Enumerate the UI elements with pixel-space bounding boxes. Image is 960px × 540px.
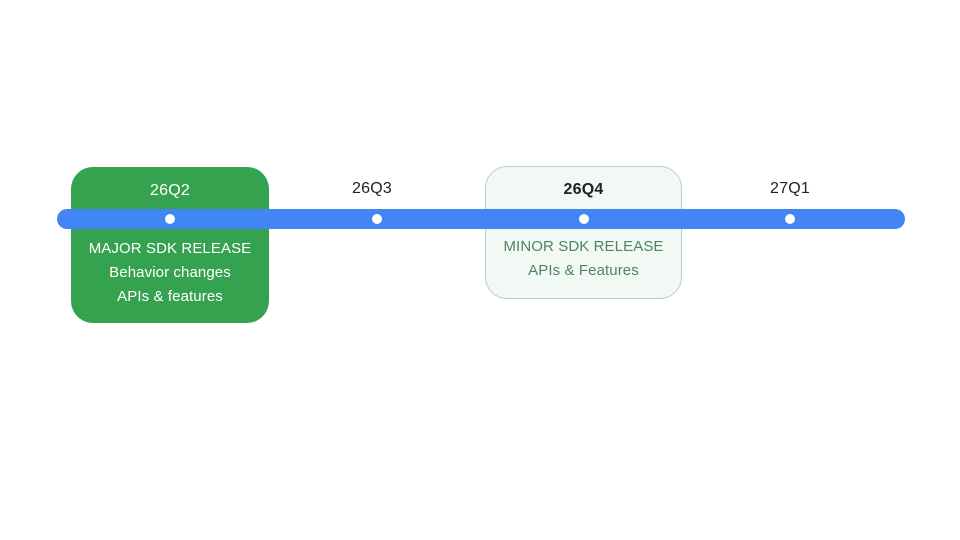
milestone-line: APIs & Features <box>528 262 639 279</box>
milestone-card-26q2[interactable]: 26Q2 MAJOR SDK RELEASE Behavior changes … <box>71 167 269 323</box>
milestone-description-26q2: MAJOR SDK RELEASE Behavior changes APIs … <box>71 237 269 309</box>
milestone-line: MINOR SDK RELEASE <box>503 238 664 255</box>
milestone-quarter-label-26q2: 26Q2 <box>150 182 190 199</box>
milestone-dot-26q4[interactable] <box>579 214 589 224</box>
milestone-card-26q4[interactable]: 26Q4 MINOR SDK RELEASE APIs & Features <box>485 166 682 299</box>
milestone-line: APIs & features <box>117 288 223 305</box>
milestone-dot-27q1[interactable] <box>785 214 795 224</box>
milestone-line: MAJOR SDK RELEASE <box>88 240 252 257</box>
timeline-rail <box>57 209 905 229</box>
milestone-dot-26q2[interactable] <box>165 214 175 224</box>
milestone-quarter-label-26q3: 26Q3 <box>352 180 392 197</box>
milestone-quarter-label-26q4: 26Q4 <box>563 181 604 198</box>
milestone-line: Behavior changes <box>109 264 231 281</box>
milestone-quarter-label-27q1: 27Q1 <box>770 180 810 197</box>
milestone-dot-26q3[interactable] <box>372 214 382 224</box>
milestone-description-26q4: MINOR SDK RELEASE APIs & Features <box>486 235 681 283</box>
